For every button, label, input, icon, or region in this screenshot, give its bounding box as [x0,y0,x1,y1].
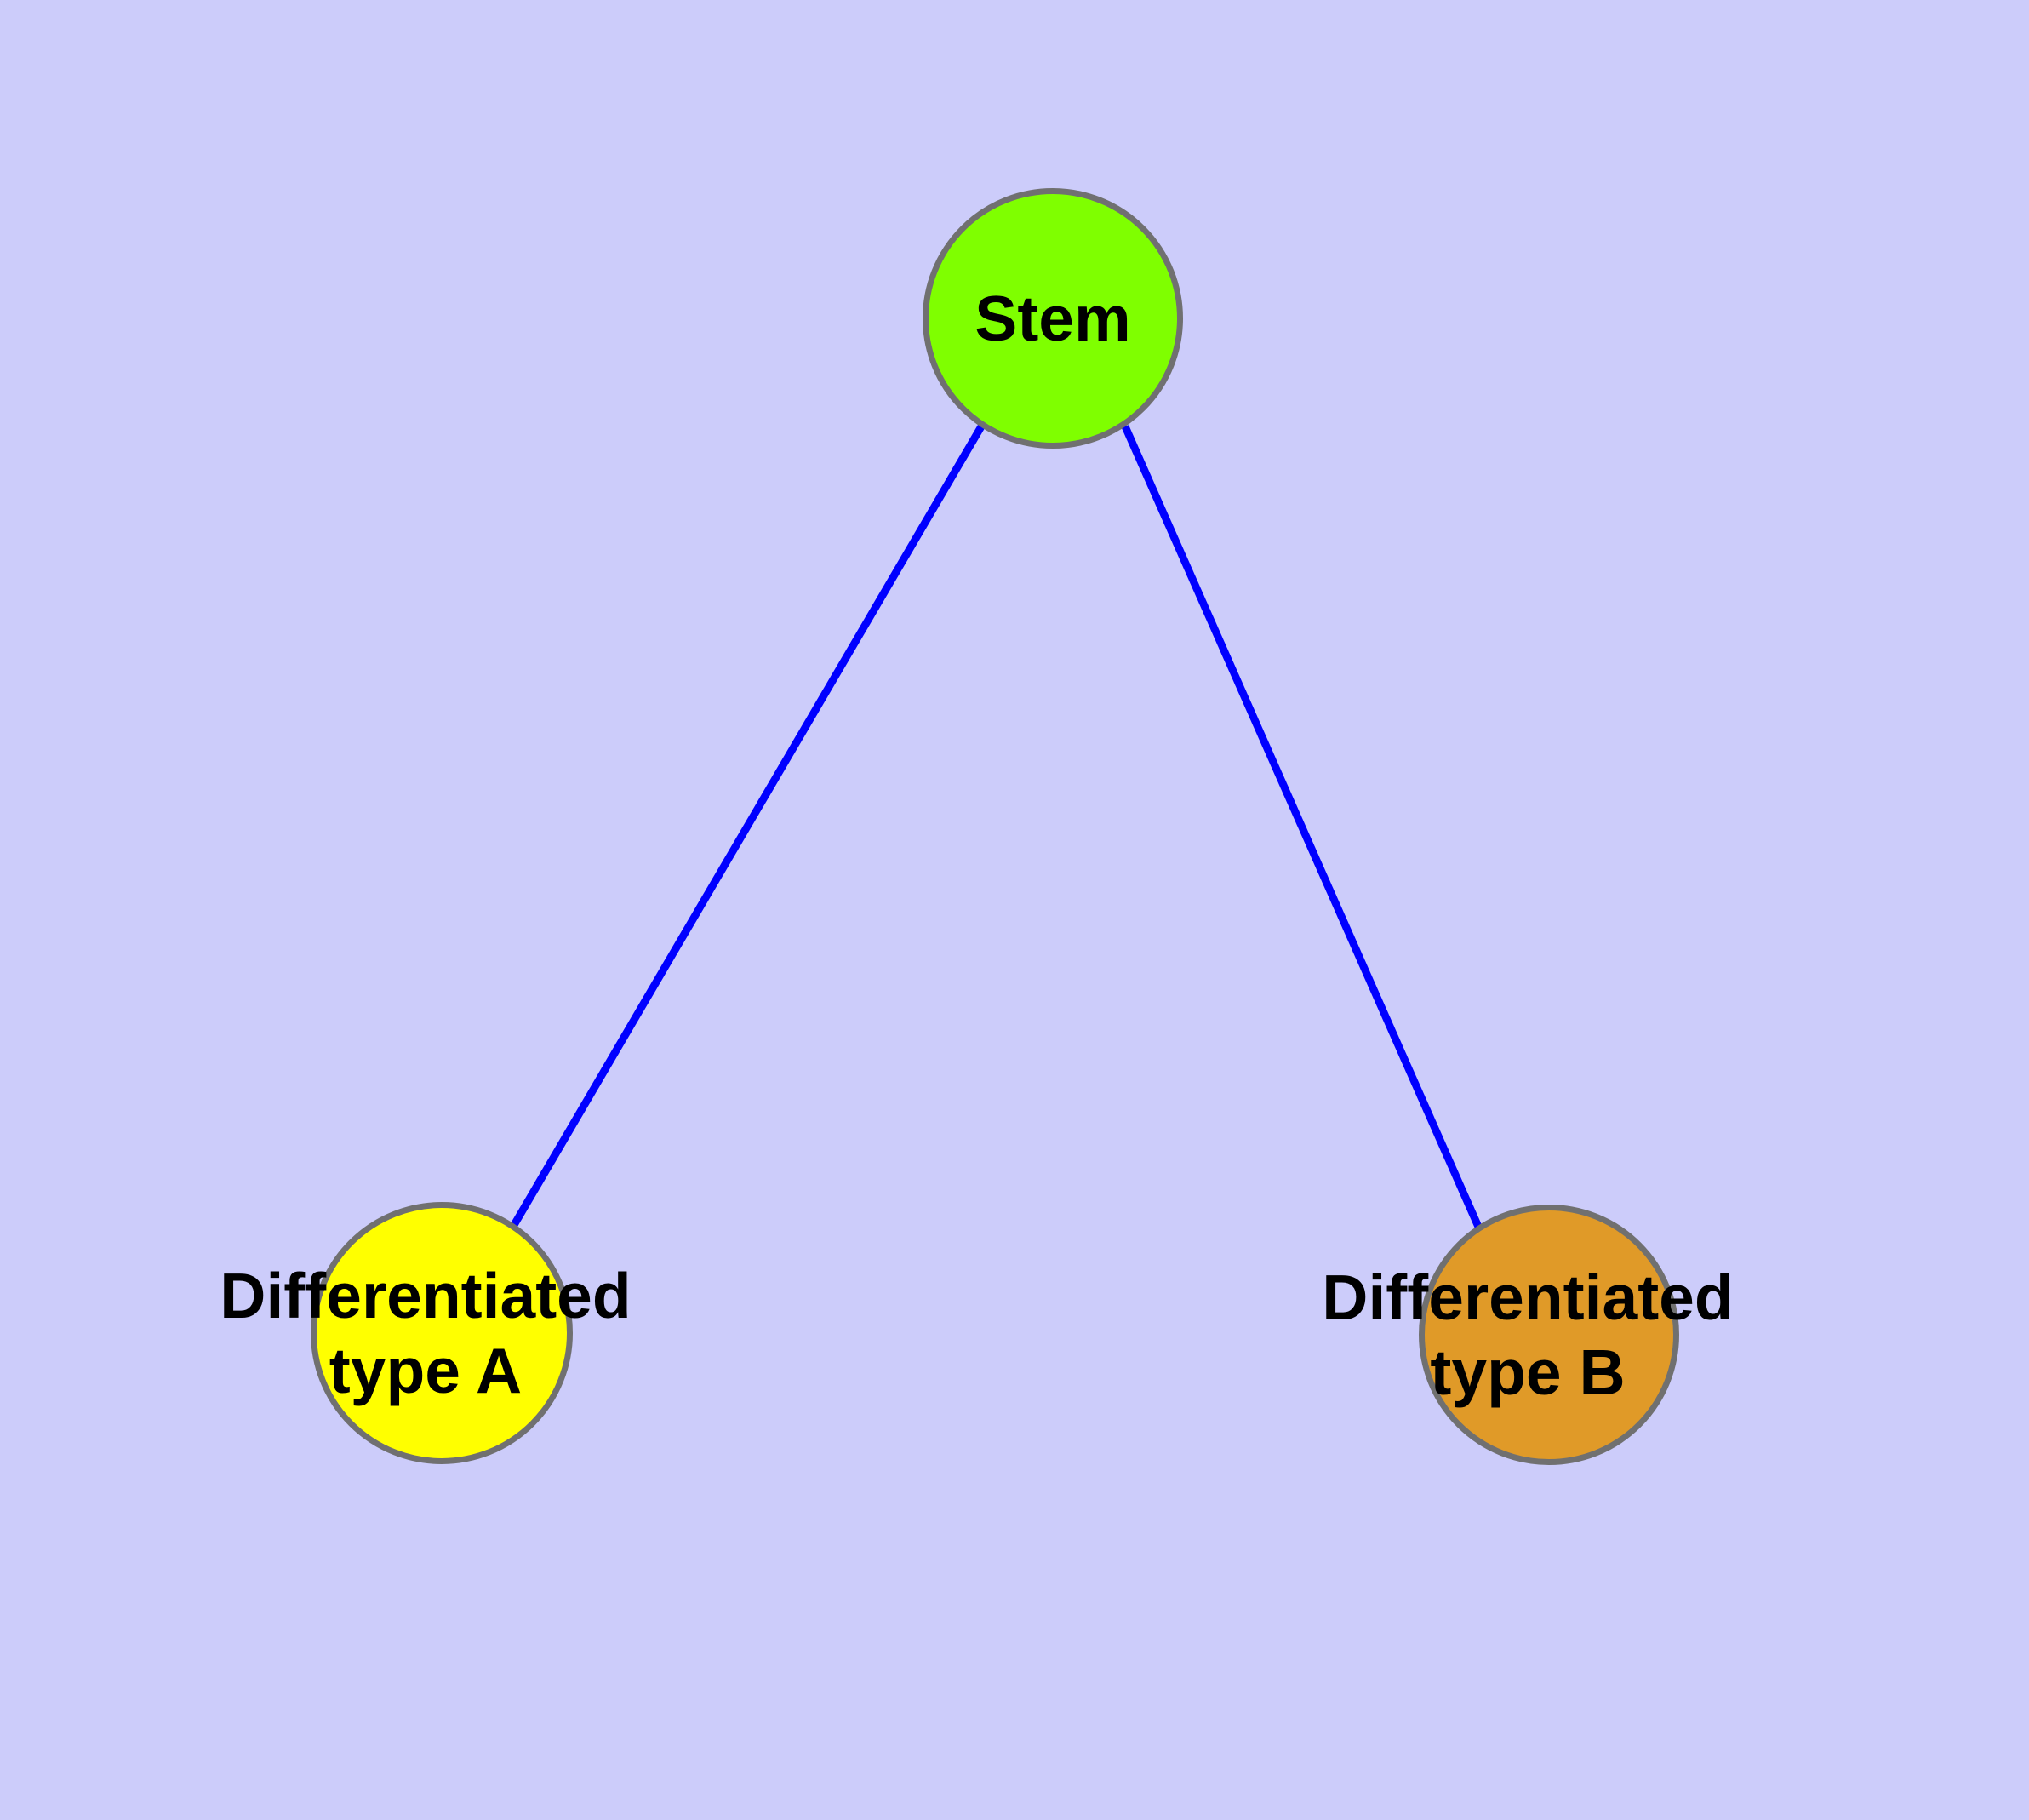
node-diff-b[interactable] [1419,1205,1679,1465]
node-diff-a[interactable] [311,1202,573,1464]
node-stem[interactable] [923,188,1183,449]
edge-stem-to-diff-a [511,424,985,1228]
edge-stem-to-diff-b [1121,425,1483,1228]
